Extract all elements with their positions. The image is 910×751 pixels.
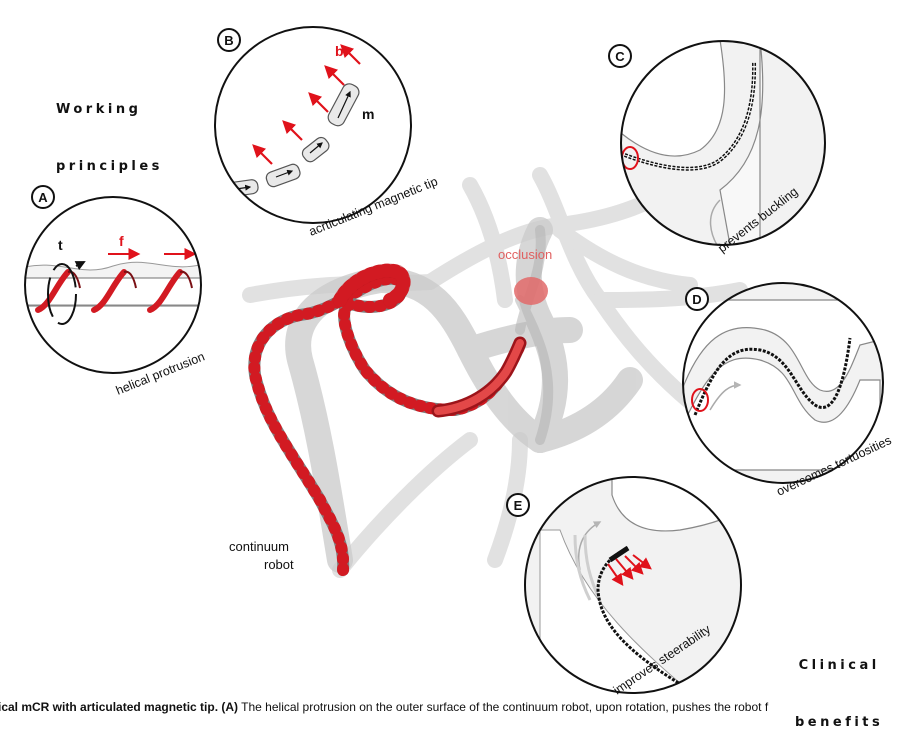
figure-canvas: occlusion continuum robot <box>24 26 894 697</box>
working-principles-heading: Working principles <box>56 62 163 195</box>
caption-bold: ical mCR with articulated magnetic tip. … <box>0 700 239 714</box>
panel-a-force: f <box>119 233 124 249</box>
working-principles-line2: principles <box>56 159 163 174</box>
panel-c-letter: C <box>615 49 625 64</box>
panel-b-letter: B <box>224 33 233 48</box>
working-principles-line1: Working <box>56 102 142 117</box>
robot-label-line1: continuum <box>229 539 289 554</box>
panel-a: A t f helical protrusion <box>24 185 207 398</box>
panel-c: C prevents buckling <box>608 40 826 255</box>
clinical-benefits-line1: Clinical <box>798 658 880 673</box>
occlusion-label: occlusion <box>498 247 552 262</box>
clinical-benefits-heading: Clinical benefits <box>795 618 883 751</box>
occlusion-mass <box>514 277 548 305</box>
robot-label-line2: robot <box>264 557 294 572</box>
caption-text: The helical protrusion on the outer surf… <box>238 700 769 714</box>
panel-b-moment: m <box>362 106 374 122</box>
panel-a-torque: t <box>58 237 63 253</box>
panel-d: D overcomes tortuosities <box>682 282 894 499</box>
panel-b-field: b <box>335 43 344 59</box>
panel-a-letter: A <box>38 190 48 205</box>
continuum-robot <box>248 263 527 576</box>
panel-e: E improves steerability <box>506 476 742 697</box>
panel-b: B b m acrticulating magnetic tip <box>214 26 440 239</box>
panel-d-letter: D <box>692 292 701 307</box>
figure-caption: ical mCR with articulated magnetic tip. … <box>0 697 910 720</box>
panel-e-letter: E <box>514 498 523 513</box>
